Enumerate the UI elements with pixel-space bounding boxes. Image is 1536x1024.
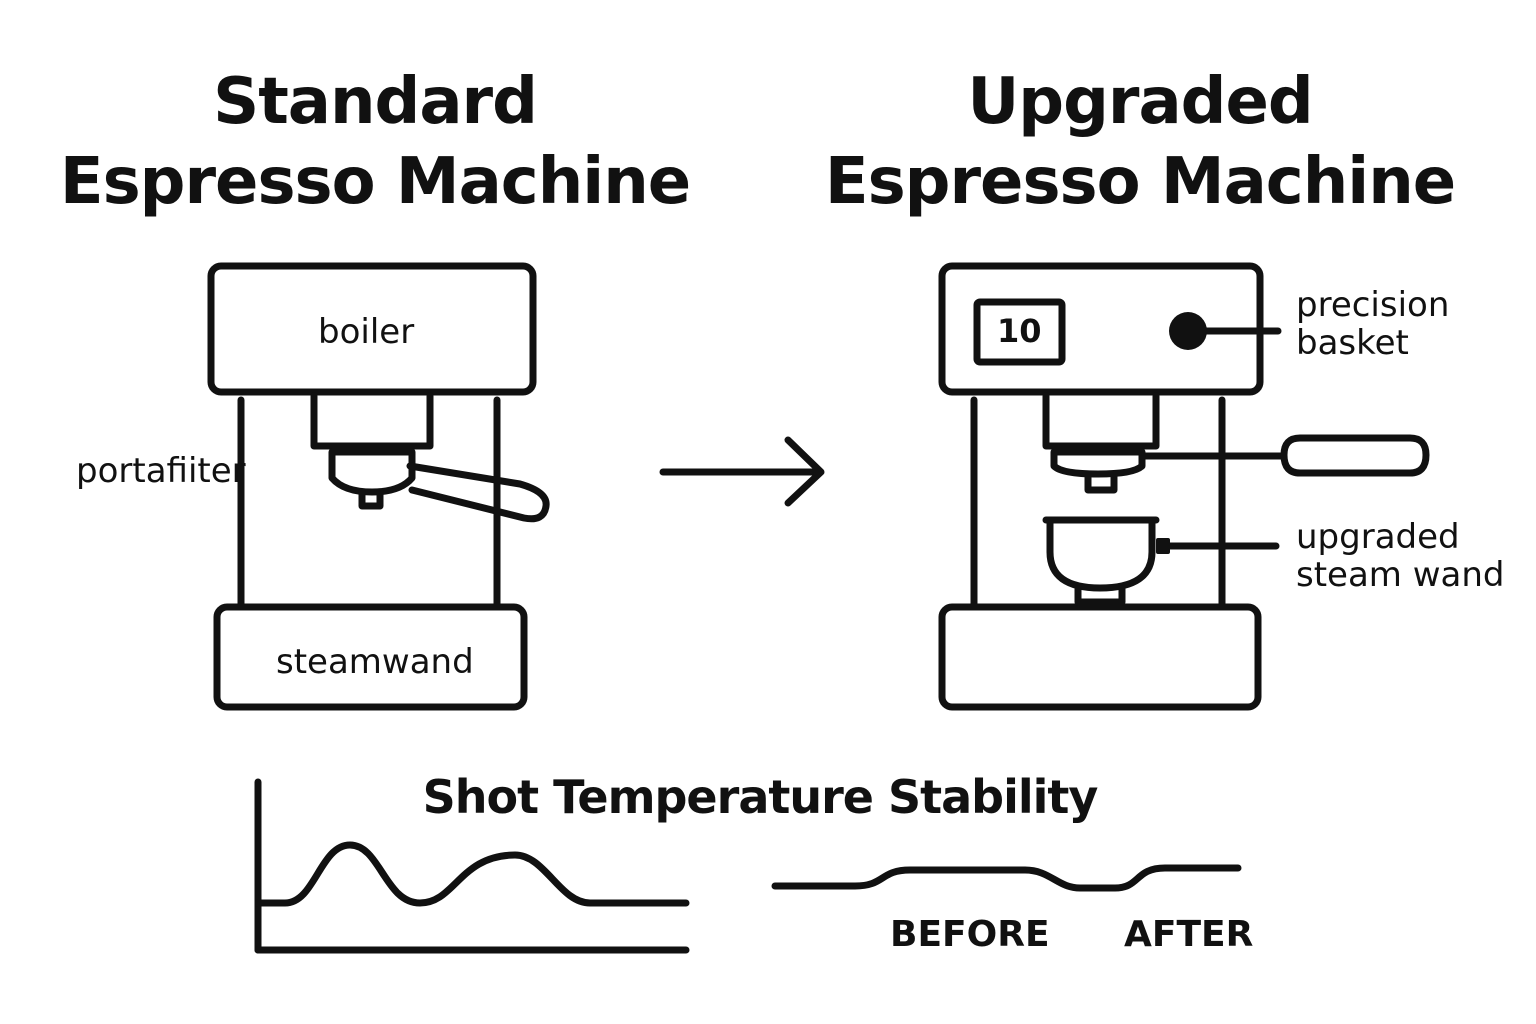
before-temperature-curve [254, 841, 690, 907]
after-temperature-curve [771, 864, 1242, 892]
steamwand-label: steamwand [276, 642, 474, 682]
boiler-label: boiler [318, 312, 415, 352]
before-label: BEFORE [890, 914, 1050, 955]
display-value: 10 [997, 312, 1042, 350]
upgraded-group-head [1042, 392, 1160, 450]
standard-spout [358, 488, 384, 510]
standard-boiler-box [207, 262, 537, 396]
standard-title-line1: Standard [213, 65, 538, 139]
steam-label-line1: upgraded [1296, 517, 1460, 557]
upgraded-cup-stand [1074, 585, 1126, 606]
upgraded-title-line1: Upgraded [967, 65, 1313, 139]
upgraded-machine [938, 262, 1430, 711]
portafilter-label: portafiiter [76, 451, 246, 491]
standard-base-box [213, 603, 528, 711]
upgraded-portafilter-handle [1280, 434, 1430, 477]
stability-chart [254, 778, 1242, 954]
upgraded-title-line2: Espresso Machine [824, 145, 1456, 219]
upgraded-machine-title: Upgraded Espresso Machine [800, 62, 1480, 222]
upgraded-display-box [973, 298, 1066, 366]
standard-title-line2: Espresso Machine [59, 145, 691, 219]
precision-dial-icon [1169, 312, 1207, 350]
precision-label-line1: precision [1296, 285, 1450, 325]
upgraded-portafilter-basket [1050, 448, 1146, 478]
upgraded-steam-wand-label: upgraded steam wand [1296, 518, 1505, 594]
standard-portafilter-basket [328, 448, 416, 496]
after-label: AFTER [1124, 914, 1254, 955]
stability-chart-title: Shot Temperature Stability [422, 770, 1099, 824]
steam-wand-knob [1156, 538, 1170, 554]
standard-portafilter-handle [406, 462, 550, 523]
upgraded-cup [1042, 516, 1160, 592]
precision-label-line2: basket [1296, 323, 1409, 363]
transition-arrow-icon [659, 436, 825, 507]
upgraded-spout [1084, 470, 1118, 494]
standard-machine-title: Standard Espresso Machine [40, 62, 710, 222]
precision-basket-label: precision basket [1296, 286, 1449, 362]
standard-group-head [310, 392, 434, 450]
standard-machine [207, 262, 550, 711]
upgraded-base-box [938, 603, 1262, 711]
steam-label-line2: steam wand [1296, 555, 1505, 595]
